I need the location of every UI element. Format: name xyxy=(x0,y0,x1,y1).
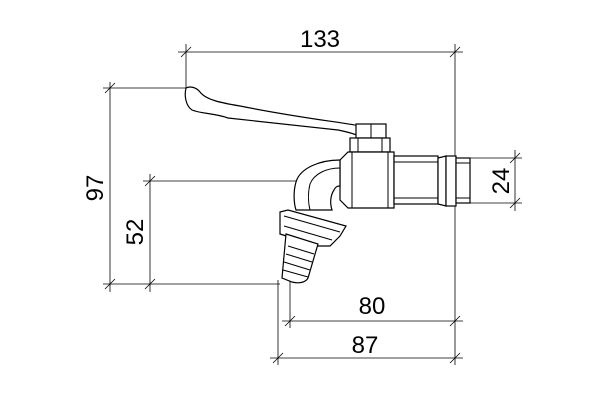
tick-mark xyxy=(180,46,192,58)
threaded-inlet xyxy=(455,157,471,204)
tick-mark xyxy=(449,315,461,327)
dimension-label-hose-to-inlet: 87 xyxy=(352,332,379,359)
tick-mark xyxy=(144,175,156,187)
dimension-label-inlet-height: 52 xyxy=(122,219,149,246)
tick-mark xyxy=(284,315,296,327)
tick-mark xyxy=(144,278,156,290)
dimension-label-overall-height: 97 xyxy=(82,175,109,202)
dimension-label-thread-diameter: 24 xyxy=(488,168,515,195)
dimension-label-overall-width: 133 xyxy=(300,26,340,53)
tick-mark xyxy=(272,352,284,364)
tick-mark xyxy=(449,46,461,58)
tick-mark xyxy=(104,82,116,94)
tick-mark xyxy=(509,152,521,164)
spout xyxy=(293,159,341,211)
tick-mark xyxy=(509,197,521,209)
faucet xyxy=(184,86,471,284)
valve-body xyxy=(339,151,395,209)
tick-mark xyxy=(449,352,461,364)
dimension-overall-width: 133 xyxy=(178,26,463,150)
dimension-hose-to-inlet: 87 xyxy=(270,280,463,365)
lever-handle xyxy=(184,86,361,139)
hex-nut xyxy=(437,155,447,207)
dimension-label-outlet-to-inlet: 80 xyxy=(359,293,386,320)
dimension-thread-diameter: 24 xyxy=(470,150,522,211)
dimension-overall-height: 97 xyxy=(82,82,280,292)
body-shank xyxy=(393,155,439,205)
tick-mark xyxy=(104,278,116,290)
bonnet xyxy=(349,137,391,153)
